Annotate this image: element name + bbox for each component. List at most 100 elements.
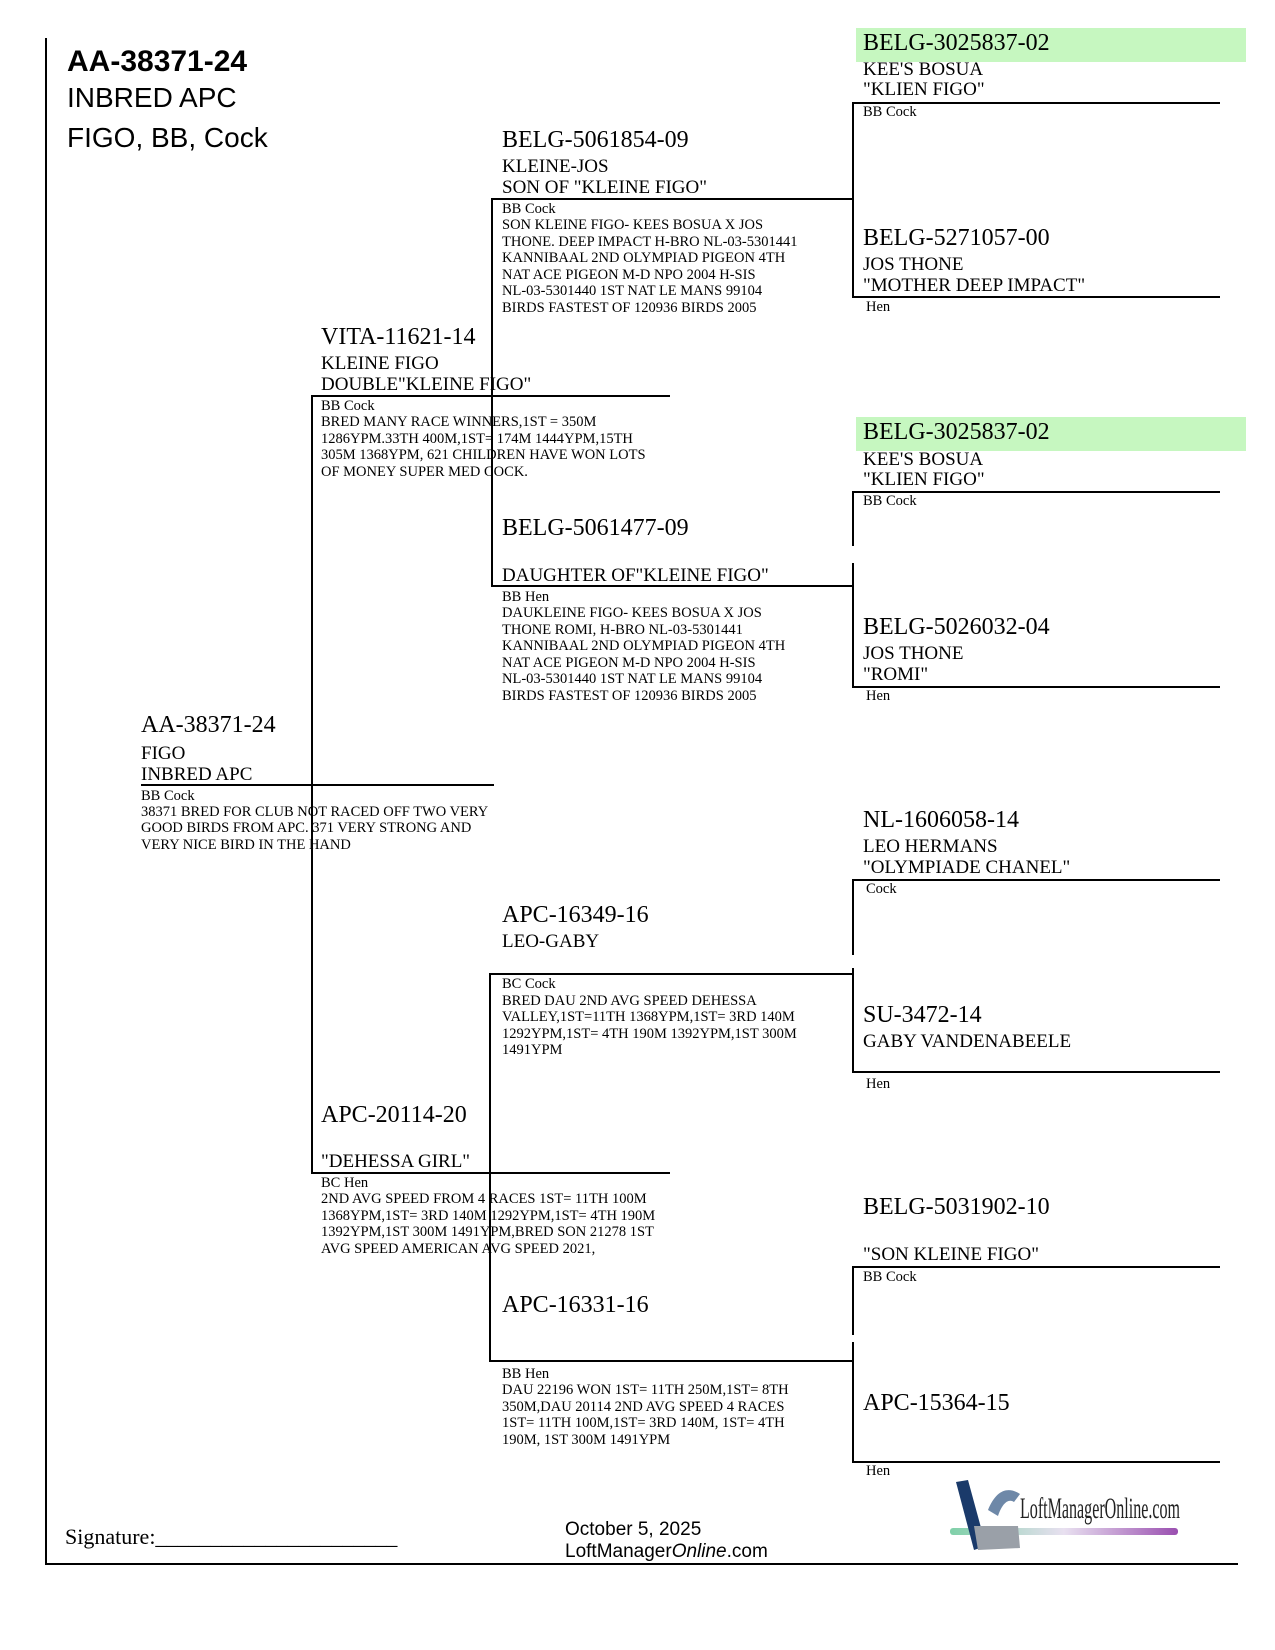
highlight-band [856, 28, 1246, 62]
bird-note: VERY NICE BIRD IN THE HAND [141, 837, 351, 853]
bird-strain: SON OF "KLEINE FIGO" [502, 177, 707, 198]
bird-note: AVG SPEED AMERICAN AVG SPEED 2021, [321, 1241, 596, 1257]
bird-name: DAUGHTER OF"KLEINE FIGO" [502, 565, 769, 586]
bird-note: 1286YPM.33TH 400M,1ST= 174M 1444YPM,15TH [321, 431, 633, 447]
bird-color: Hen [866, 688, 891, 704]
connector-line [852, 1266, 1220, 1268]
connector-line [489, 1360, 854, 1362]
bird-color: BB Cock [863, 493, 917, 509]
bird-id: BELG-5061854-09 [502, 127, 689, 153]
connector-line [491, 199, 493, 587]
bird-name: FIGO [141, 743, 186, 764]
bird-id: SU-3472-14 [863, 1002, 982, 1028]
site-name: LoftManagerOnline.com [565, 1542, 768, 1561]
bird-note: BIRDS FASTEST OF 120936 BIRDS 2005 [502, 688, 757, 704]
header-reg: AA-38371-24 [67, 45, 248, 78]
site-name-part: Online [671, 1541, 727, 1562]
bird-id: APC-15364-15 [863, 1390, 1010, 1416]
bird-strain: INBRED APC [141, 764, 253, 785]
bird-note: 2ND AVG SPEED FROM 4 RACES 1ST= 11TH 100… [321, 1191, 647, 1207]
bird-id: BELG-5271057-00 [863, 225, 1050, 251]
bird-note: 1ST= 11TH 100M,1ST= 3RD 140M, 1ST= 4TH [502, 1415, 785, 1431]
connector-line [311, 395, 670, 397]
site-name-part: .com [726, 1541, 768, 1562]
bird-note: OF MONEY SUPER MED COCK. [321, 464, 528, 480]
bird-strain: "MOTHER DEEP IMPACT" [863, 275, 1086, 296]
bird-note: NAT ACE PIGEON M-D NPO 2004 H-SIS [502, 267, 756, 283]
bird-note: KANNIBAAL 2ND OLYMPIAD PIGEON 4TH [502, 250, 786, 266]
bird-note: BIRDS FASTEST OF 120936 BIRDS 2005 [502, 300, 757, 316]
bird-color: BC Cock [502, 976, 556, 992]
bird-color: BB Cock [321, 398, 375, 414]
laptop-bird-icon: LoftManagerOnline.com [950, 1480, 1180, 1550]
bird-color: Cock [866, 881, 897, 897]
bird-color: BB Cock [502, 201, 556, 217]
bird-color: Hen [866, 1463, 891, 1479]
print-date: October 5, 2025 [565, 1519, 702, 1540]
bird-strain: "KLIEN FIGO" [863, 79, 985, 100]
bird-note: 1491YPM [502, 1042, 563, 1058]
connector-line [852, 102, 1220, 104]
bird-strain: "ROMI" [863, 664, 929, 685]
bird-strain: "OLYMPIADE CHANEL" [863, 857, 1071, 878]
bird-note: 1368YPM,1ST= 3RD 140M 1292YPM,1ST= 4TH 1… [321, 1208, 656, 1224]
connector-line [311, 396, 313, 1174]
loftmanager-logo: LoftManagerOnline.com [948, 1480, 1193, 1552]
bird-color: BB Hen [502, 1366, 550, 1382]
bird-note: THONE ROMI, H-BRO NL-03-5301441 [502, 622, 743, 638]
bird-name: JOS THONE [863, 254, 964, 275]
bird-color: Hen [866, 299, 891, 315]
bird-color: BB Hen [502, 589, 550, 605]
left-border [45, 38, 47, 1565]
bird-note: SON KLEINE FIGO- KEES BOSUA X JOS [502, 217, 764, 233]
bird-note: NL-03-5301440 1ST NAT LE MANS 99104 [502, 283, 763, 299]
bird-color: BB Cock [863, 1269, 917, 1285]
logo-text: LoftManagerOnline.com [1020, 1492, 1180, 1525]
connector-line [852, 492, 854, 546]
connector-line [852, 880, 854, 955]
bird-id: BELG-5061477-09 [502, 515, 689, 541]
header-desc: FIGO, BB, Cock [67, 122, 268, 153]
connector-line [852, 1342, 854, 1463]
connector-line [852, 1267, 854, 1335]
bird-note: 38371 BRED FOR CLUB NOT RACED OFF TWO VE… [141, 804, 489, 820]
bird-note: THONE. DEEP IMPACT H-BRO NL-03-5301441 [502, 234, 798, 250]
bird-name: JOS THONE [863, 643, 964, 664]
bird-note: 190M, 1ST 300M 1491YPM [502, 1432, 671, 1448]
bird-id: BELG-3025837-02 [863, 30, 1050, 56]
connector-line [852, 103, 854, 298]
bird-name: "SON KLEINE FIGO" [863, 1244, 1039, 1265]
bird-strain: "KLIEN FIGO" [863, 469, 985, 490]
connector-line [489, 974, 491, 1362]
connector-line [852, 968, 854, 1073]
bird-id: BELG-5031902-10 [863, 1194, 1050, 1220]
bottom-border [45, 1563, 1238, 1565]
bird-note: 1392YPM,1ST 300M 1491YPM,BRED SON 21278 … [321, 1224, 654, 1240]
highlight-band [856, 417, 1246, 451]
bird-name: GABY VANDENABEELE [863, 1031, 1072, 1052]
bird-color: BB Cock [141, 788, 195, 804]
bird-id: APC-16349-16 [502, 902, 649, 928]
signature-line: Signature:______________________ [65, 1524, 398, 1549]
connector-line [852, 296, 1220, 298]
bird-note: GOOD BIRDS FROM APC. 371 VERY STRONG AND [141, 820, 472, 836]
site-name-part: LoftManager [565, 1541, 672, 1562]
bird-note: BRED DAU 2ND AVG SPEED DEHESSA [502, 993, 757, 1009]
bird-name: KEE'S BOSUA [863, 449, 984, 470]
connector-line [491, 585, 854, 587]
header-strain: INBRED APC [67, 82, 237, 113]
bird-note: 1292YPM,1ST= 4TH 190M 1392YPM,1ST 300M [502, 1026, 797, 1042]
bird-id: APC-16331-16 [502, 1292, 649, 1318]
connector-line [491, 198, 854, 200]
bird-name: KEE'S BOSUA [863, 59, 984, 80]
bird-color: Hen [866, 1076, 891, 1092]
bird-note: DAU 22196 WON 1ST= 11TH 250M,1ST= 8TH [502, 1382, 789, 1398]
bird-id: APC-20114-20 [321, 1102, 467, 1128]
bird-note: BRED MANY RACE WINNERS,1ST = 350M [321, 414, 597, 430]
bird-color: BC Hen [321, 1175, 369, 1191]
bird-name: "DEHESSA GIRL" [321, 1151, 471, 1172]
bird-note: 305M 1368YPM, 621 CHILDREN HAVE WON LOTS [321, 447, 646, 463]
bird-strain: DOUBLE"KLEINE FIGO" [321, 374, 532, 395]
connector-line [852, 1071, 1220, 1073]
bird-note: NL-03-5301440 1ST NAT LE MANS 99104 [502, 671, 763, 687]
